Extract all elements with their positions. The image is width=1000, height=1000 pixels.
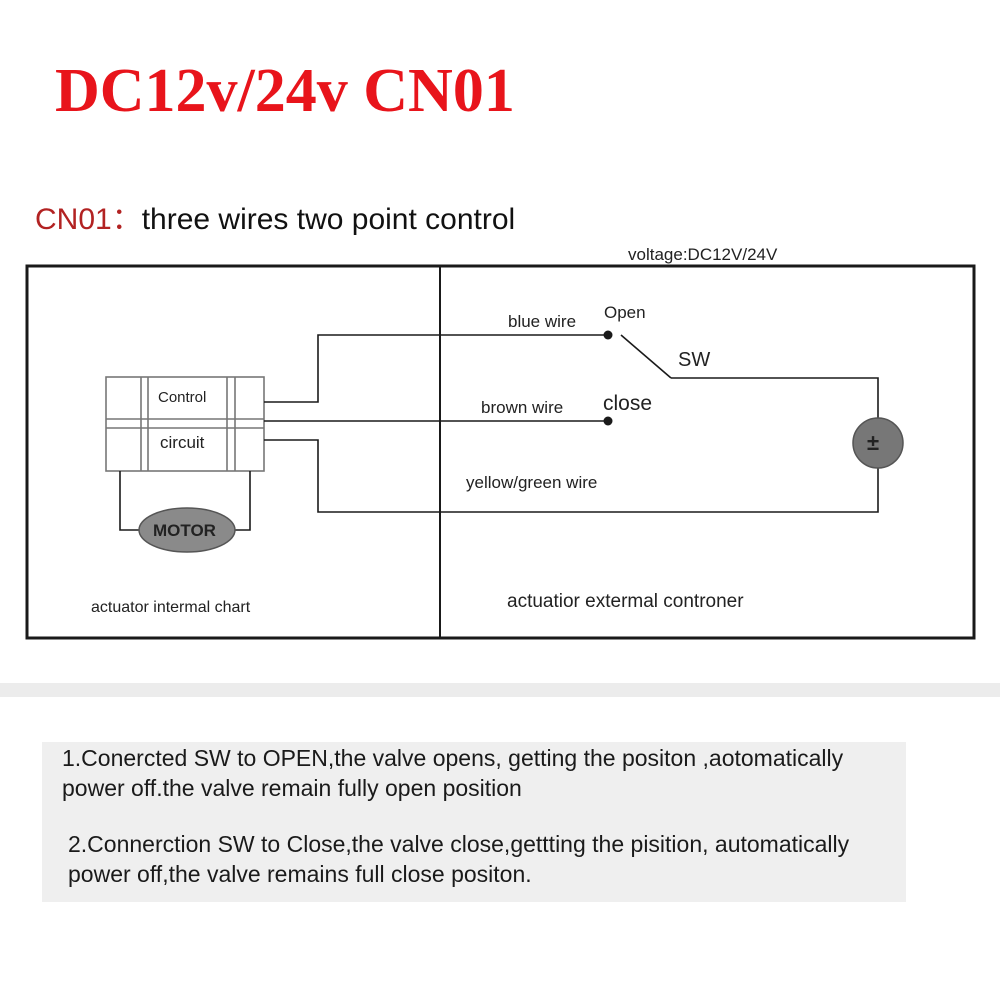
motor-wire-left xyxy=(119,471,140,531)
diagram-subtitle: CN01：three wires two point control xyxy=(35,205,515,235)
diagram-frame xyxy=(25,264,976,640)
power-source-symbol: ± xyxy=(867,430,880,455)
motor-label: MOTOR xyxy=(153,521,216,540)
control-circuit-block xyxy=(105,376,265,472)
subtitle-code: CN01 xyxy=(35,203,112,236)
page-title: DC12v/24v CN01 xyxy=(55,57,515,125)
subtitle-separator: ： xyxy=(111,203,142,236)
voltage-label: voltage:DC12V/24V xyxy=(628,245,778,264)
close-contact-dot xyxy=(603,416,613,426)
notes-panel xyxy=(42,742,906,902)
blue-wire-line xyxy=(264,334,608,403)
circuit-label: circuit xyxy=(160,433,205,452)
separator-band xyxy=(0,683,1000,697)
open-label: Open xyxy=(604,303,646,322)
note-1: 1.Conercted SW to OPEN,the valve opens, … xyxy=(62,745,844,801)
control-label: Control xyxy=(158,389,207,406)
open-contact-dot xyxy=(603,330,613,340)
motor-icon xyxy=(138,507,236,553)
yellow-green-wire-line xyxy=(264,439,879,513)
subtitle-text: three wires two point control xyxy=(141,203,516,236)
external-caption: actuatior extermal controner xyxy=(507,591,744,612)
yellow-green-wire-label: yellow/green wire xyxy=(466,473,598,492)
motor-wire-right xyxy=(235,471,251,531)
note-2: 2.Connerction SW to Close,the valve clos… xyxy=(68,831,850,887)
sw-label: SW xyxy=(678,349,711,371)
power-source-icon xyxy=(852,417,904,469)
close-label: close xyxy=(603,392,653,415)
brown-wire-label: brown wire xyxy=(481,398,564,417)
switch-to-source-line xyxy=(671,377,879,418)
internal-caption: actuator intermal chart xyxy=(91,599,251,616)
blue-wire-label: blue wire xyxy=(508,312,577,331)
wiring-diagram xyxy=(25,264,976,640)
switch-lever xyxy=(620,334,672,379)
